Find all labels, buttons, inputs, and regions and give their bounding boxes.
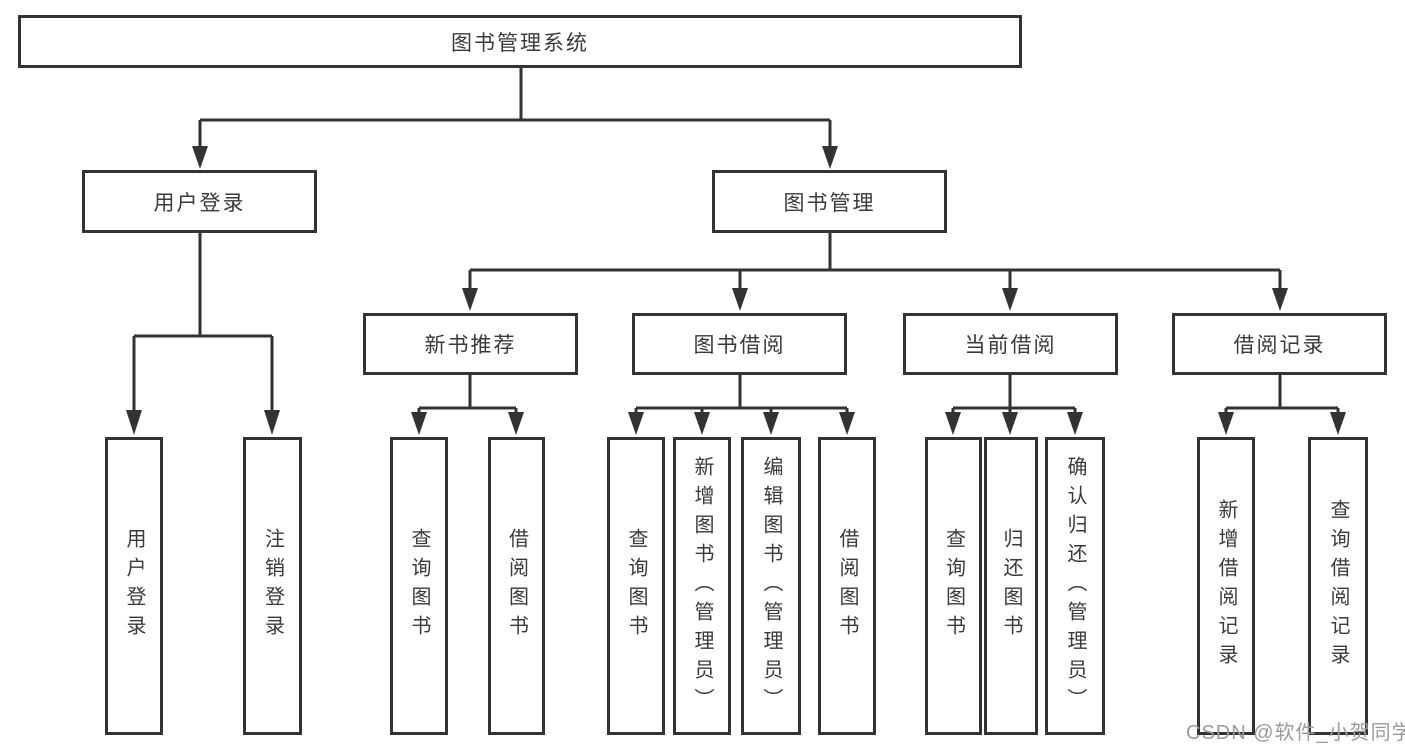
watermark: CSDN @软件_小贺同学	[1186, 722, 1405, 744]
node-book-management: 图书管理	[712, 170, 947, 233]
node-library-management-system: 图书管理系统	[18, 15, 1022, 68]
node-label: 新增图书（管理员）	[691, 455, 713, 717]
node-new-book-recommend: 新书推荐	[363, 313, 578, 375]
leaf-add-borrow-record: 新增借阅记录	[1197, 437, 1255, 735]
node-label: 查询图书	[625, 528, 647, 644]
node-label: 注销登录	[261, 528, 284, 644]
node-label: 编辑图书（管理员）	[760, 455, 782, 717]
node-label: 图书借阅	[693, 334, 786, 357]
leaf-query-borrow-record: 查询借阅记录	[1308, 437, 1368, 735]
node-label: 借阅图书	[836, 528, 858, 644]
node-label: 归还图书	[1000, 528, 1022, 644]
node-label: 借阅记录	[1233, 334, 1326, 357]
node-label: 确认归还（管理员）	[1064, 455, 1086, 717]
leaf-logout: 注销登录	[243, 437, 302, 735]
leaf-borrow-books: 借阅图书	[818, 437, 876, 735]
node-label: 查询图书	[942, 528, 965, 644]
leaf-edit-books-admin: 编辑图书（管理员）	[741, 437, 801, 735]
node-label: 图书管理系统	[451, 31, 589, 55]
node-label: 图书管理	[783, 191, 876, 215]
node-current-borrowing: 当前借阅	[903, 313, 1118, 375]
node-borrow-records: 借阅记录	[1172, 313, 1387, 375]
node-book-borrowing: 图书借阅	[632, 313, 847, 375]
node-label: 用户登录	[123, 528, 145, 644]
node-label: 查询借阅记录	[1327, 499, 1349, 673]
node-label: 查询图书	[408, 528, 430, 644]
leaf-return-books: 归还图书	[984, 437, 1038, 735]
leaf-user-login: 用户登录	[105, 437, 163, 735]
node-label: 当前借阅	[964, 334, 1057, 357]
node-label: 借阅图书	[505, 528, 528, 644]
node-label: 用户登录	[153, 191, 246, 215]
leaf-query-books-recommend: 查询图书	[390, 437, 448, 735]
leaf-borrow-books-recommend: 借阅图书	[488, 437, 545, 735]
node-label: 新书推荐	[424, 334, 517, 357]
node-label: 新增借阅记录	[1215, 499, 1237, 673]
leaf-query-books-borrowing: 查询图书	[607, 437, 665, 735]
node-user-login: 用户登录	[82, 170, 317, 233]
leaf-confirm-return-admin: 确认归还（管理员）	[1045, 437, 1105, 735]
leaf-query-books-current: 查询图书	[925, 437, 982, 735]
leaf-add-books-admin: 新增图书（管理员）	[673, 437, 731, 735]
